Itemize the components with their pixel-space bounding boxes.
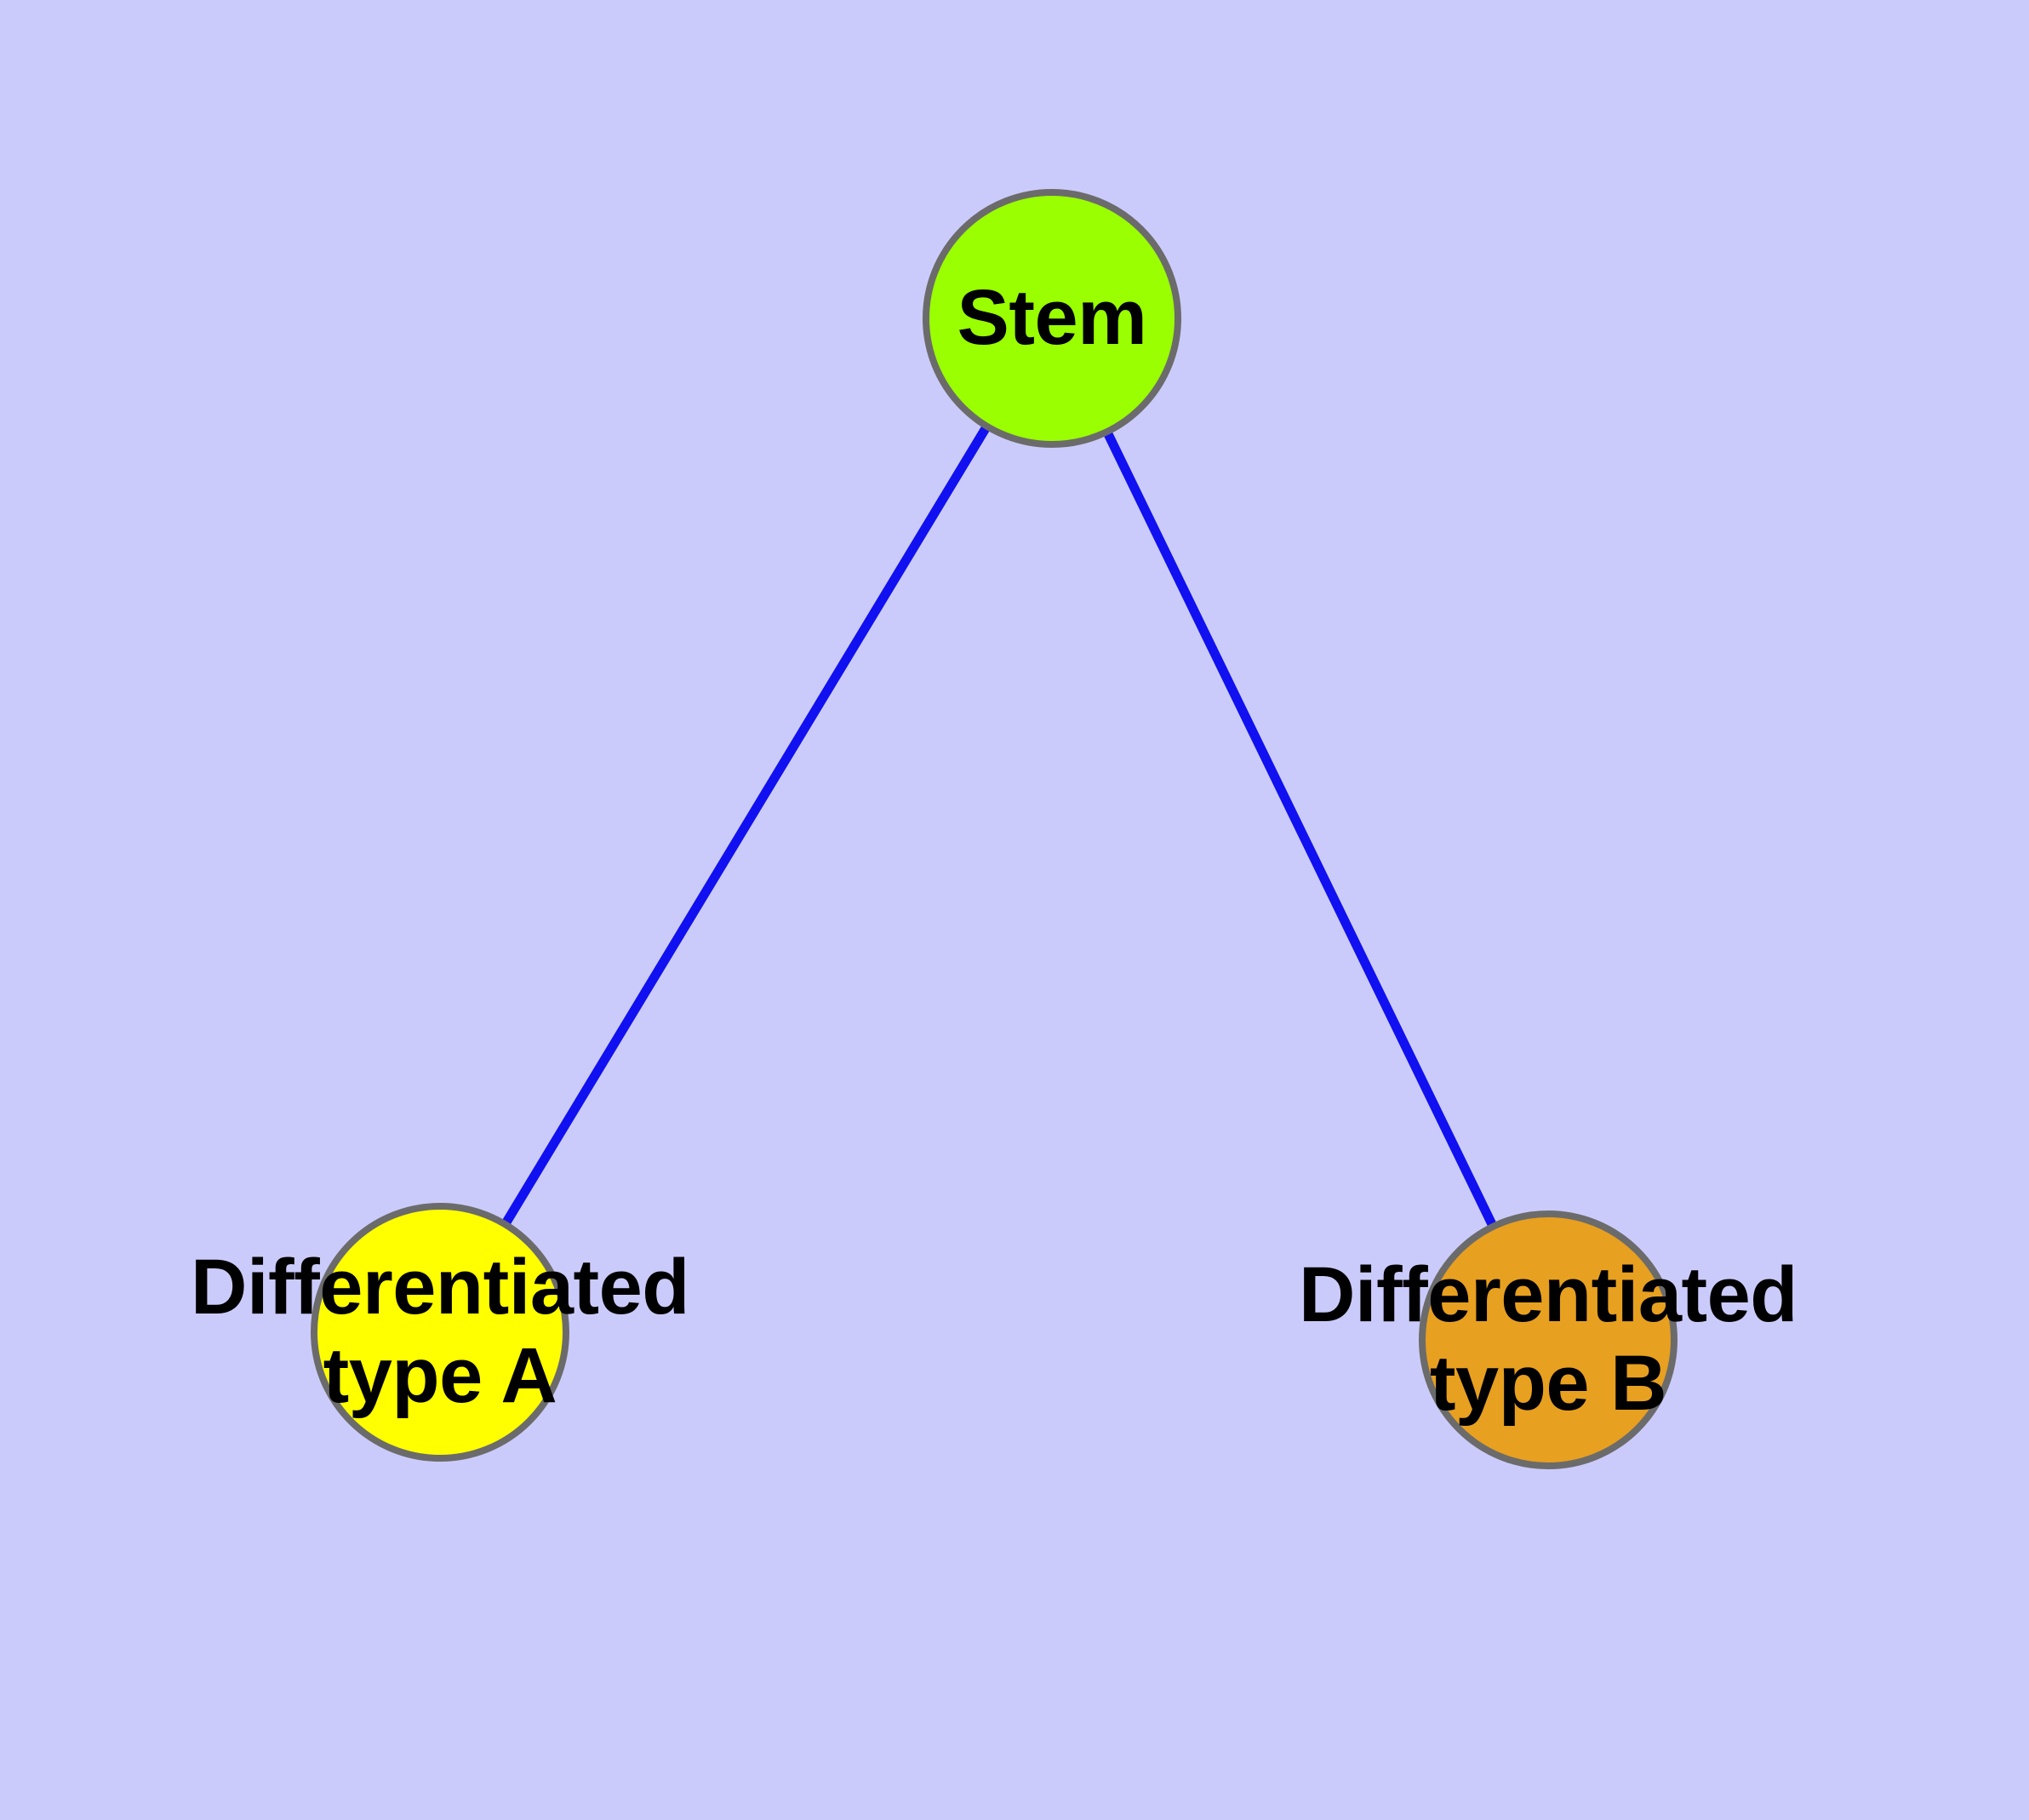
node-stem[interactable]	[923, 189, 1181, 448]
node-differentiated-type-a[interactable]	[311, 1203, 569, 1462]
edge-stem-to-differentiated-type-a[interactable]	[436, 316, 1056, 1335]
node-differentiated-type-b[interactable]	[1419, 1210, 1677, 1469]
node-layer	[311, 189, 1677, 1469]
edge-layer	[436, 316, 1552, 1342]
edge-stem-to-differentiated-type-b[interactable]	[1048, 316, 1552, 1342]
